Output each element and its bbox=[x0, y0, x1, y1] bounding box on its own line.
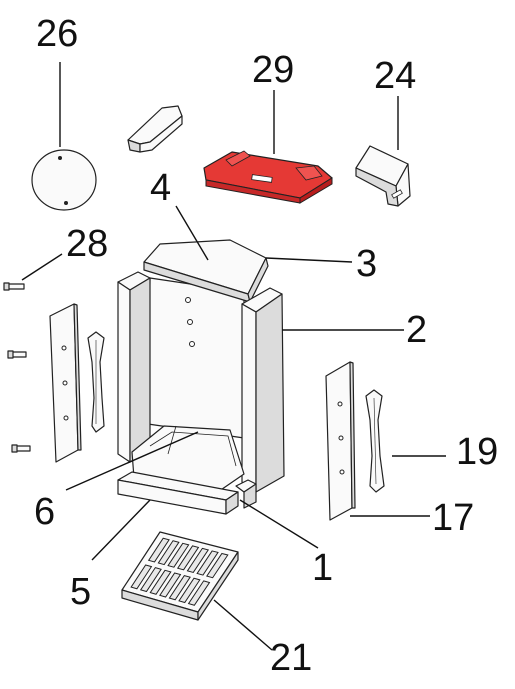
grate-slot bbox=[149, 569, 172, 595]
grate-slot bbox=[157, 540, 180, 566]
label-4: 4 bbox=[150, 167, 171, 209]
left-bracket-strip[interactable] bbox=[87, 331, 105, 433]
grate-slot bbox=[139, 567, 162, 593]
leader-5 bbox=[91, 499, 151, 561]
leader-28 bbox=[21, 253, 63, 281]
grate-slot bbox=[187, 580, 211, 606]
part-2-right-pillar[interactable] bbox=[241, 287, 285, 493]
label-24: 24 bbox=[374, 55, 416, 97]
label-19: 19 bbox=[456, 431, 498, 473]
part-24-bent-plate[interactable] bbox=[355, 145, 411, 207]
leader-6 bbox=[65, 431, 199, 491]
left-side-plate[interactable] bbox=[49, 303, 82, 463]
part-1-side-bar[interactable] bbox=[235, 479, 257, 509]
leader-21 bbox=[213, 599, 273, 651]
grate-slot bbox=[176, 545, 200, 571]
part-26-disc[interactable] bbox=[31, 149, 97, 211]
grate-slot bbox=[196, 550, 219, 576]
grate-slot bbox=[130, 564, 153, 590]
leader-3 bbox=[265, 257, 353, 263]
part-21-grate[interactable] bbox=[121, 531, 239, 621]
label-3: 3 bbox=[356, 243, 377, 285]
label-29: 29 bbox=[252, 49, 294, 91]
part-19-bracket-strip[interactable] bbox=[365, 389, 385, 493]
part-29-baffle[interactable] bbox=[203, 150, 333, 204]
grate-slot bbox=[168, 575, 191, 601]
grate-slot bbox=[206, 552, 229, 579]
part-17-right-side-plate[interactable] bbox=[325, 361, 356, 521]
label-2: 2 bbox=[406, 309, 427, 351]
grate-slot bbox=[167, 542, 190, 568]
grate-slot bbox=[147, 537, 170, 563]
label-28: 28 bbox=[66, 223, 108, 265]
small-bracket-top[interactable] bbox=[127, 105, 183, 153]
grate-slot bbox=[159, 572, 182, 598]
label-1: 1 bbox=[312, 547, 333, 589]
part-28-bolts[interactable] bbox=[3, 282, 31, 453]
grate-slot bbox=[186, 547, 210, 574]
left-pillar[interactable] bbox=[117, 271, 151, 463]
part-5-front-bar[interactable] bbox=[117, 471, 239, 515]
leader-4 bbox=[175, 205, 209, 261]
label-21: 21 bbox=[270, 637, 312, 679]
label-5: 5 bbox=[70, 571, 91, 613]
leader-1 bbox=[239, 499, 319, 549]
grate-slot bbox=[178, 577, 201, 604]
label-6: 6 bbox=[34, 491, 55, 533]
label-17: 17 bbox=[432, 497, 474, 539]
label-26: 26 bbox=[36, 13, 78, 55]
body-back-wall bbox=[147, 277, 245, 439]
